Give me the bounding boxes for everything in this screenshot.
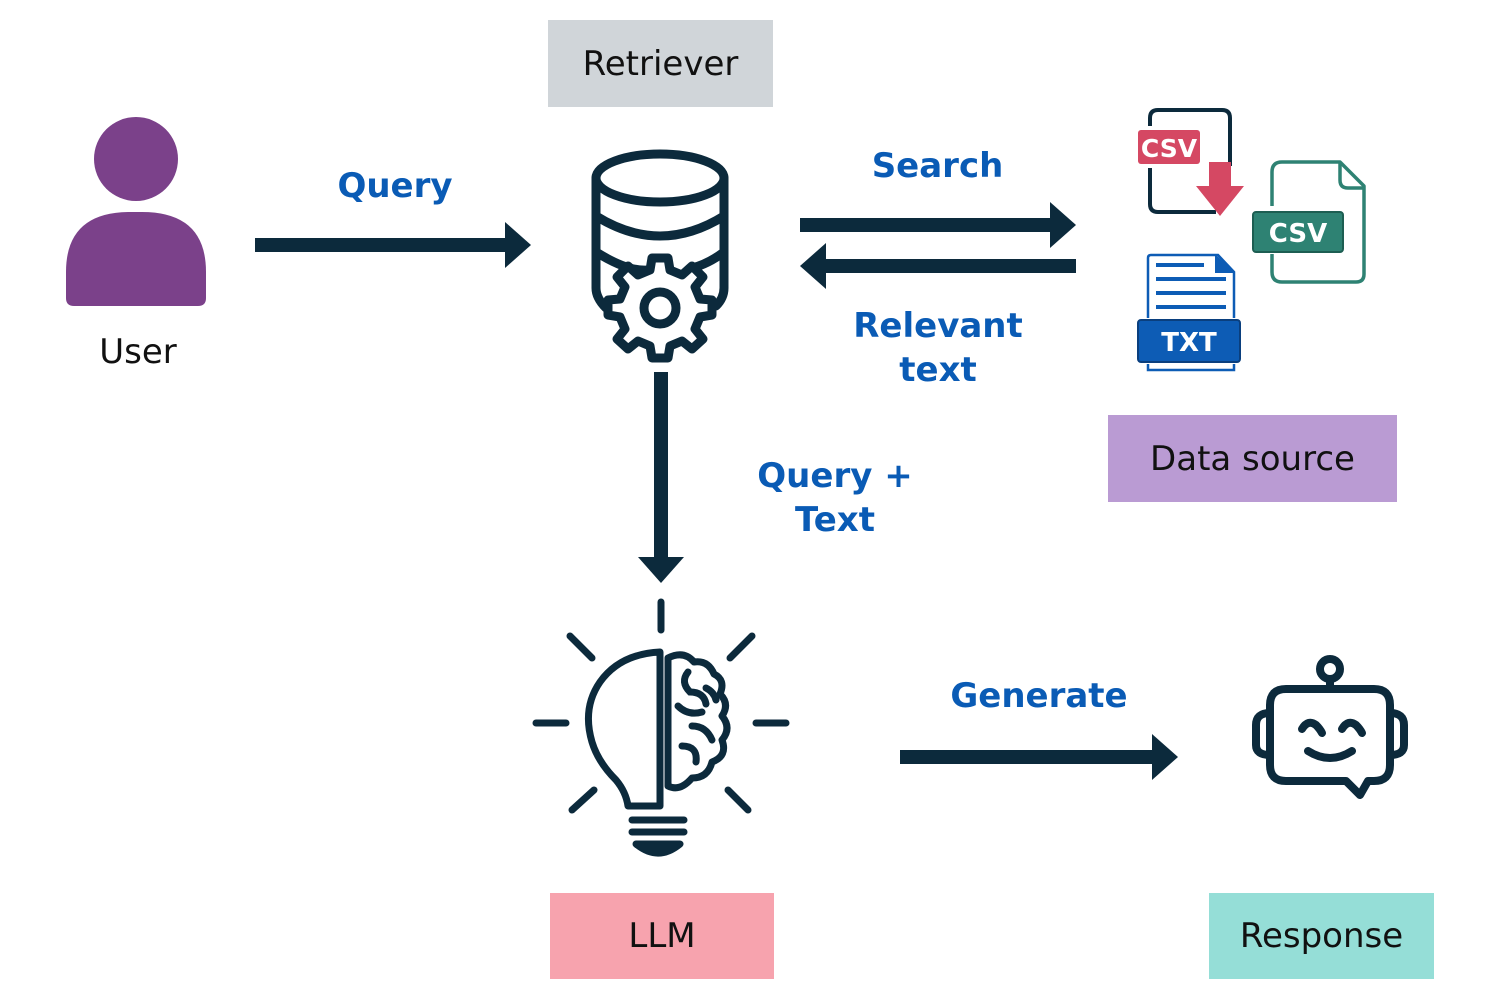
retriever-label: Retriever	[582, 43, 739, 84]
query-text-edge-label: Query + Text	[757, 456, 913, 540]
database-gear-icon	[591, 149, 729, 363]
generate-edge-label: Generate	[950, 676, 1128, 716]
retriever-box: Retriever	[548, 20, 773, 107]
search-arrow	[800, 202, 1076, 248]
csv-badge-1: CSV	[1141, 134, 1198, 163]
csv-file-icon: CSV	[1252, 160, 1366, 284]
search-edge-label: Search	[871, 146, 1004, 186]
csv-badge-2: CSV	[1269, 219, 1327, 249]
relevant-text-edge-label: Relevant text	[838, 304, 1038, 392]
relevant-text-arrow	[800, 243, 1076, 289]
data-source-label: Data source	[1150, 438, 1355, 479]
response-label: Response	[1239, 916, 1404, 956]
response-box: Response	[1209, 893, 1434, 979]
txt-file-icon: TXT	[1137, 253, 1241, 372]
llm-box: LLM	[550, 893, 774, 979]
query-text-arrow	[638, 372, 684, 583]
chatbot-icon	[1252, 655, 1408, 799]
data-source-box: Data source	[1108, 415, 1397, 502]
csv-download-icon: CSV	[1138, 108, 1244, 216]
user-label: User	[99, 332, 177, 372]
query-edge-label: Query	[337, 166, 453, 206]
relevant-text-line1: Relevant	[853, 306, 1023, 346]
relevant-text-line2: text	[899, 350, 977, 390]
generate-arrow	[900, 734, 1178, 780]
lightbulb-brain-icon	[532, 598, 790, 857]
llm-label: LLM	[628, 916, 696, 956]
txt-badge: TXT	[1161, 328, 1217, 358]
query-arrow	[255, 222, 531, 268]
user-icon	[66, 117, 206, 306]
